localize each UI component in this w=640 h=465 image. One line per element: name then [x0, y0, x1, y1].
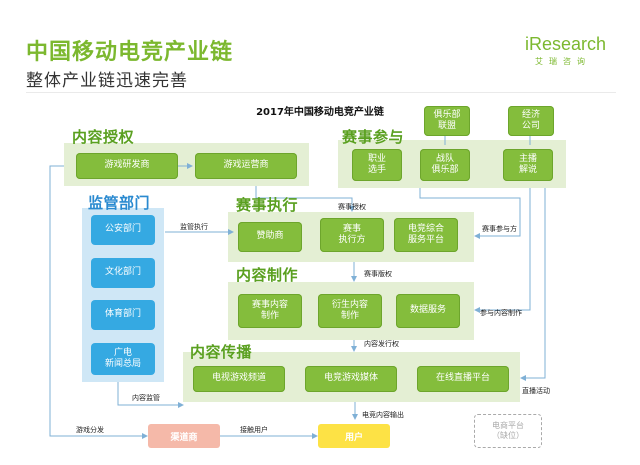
brand-logo: iResearch 艾瑞咨询 [525, 34, 615, 67]
streamer-commentator-box: 主播 解说 [503, 149, 553, 181]
brand-subtitle: 艾瑞咨询 [535, 57, 591, 66]
event-executor-box: 赛事 执行方 [320, 218, 384, 252]
event-content-production-box: 赛事内容 制作 [238, 294, 302, 328]
header-divider [26, 92, 616, 93]
section-event-execution: 赛事执行 [236, 196, 299, 214]
data-service-box: 数据服务 [396, 294, 460, 328]
label-event-copyright: 赛事版权 [364, 270, 392, 278]
brand-name: iResearch [525, 34, 607, 54]
label-content-supervision: 内容监管 [132, 394, 160, 402]
esports-media-box: 电竞游戏媒体 [305, 366, 397, 392]
label-participate-production: 参与内容制作 [480, 309, 522, 317]
channel-distributor-box: 渠道商 [148, 424, 220, 448]
section-regulators: 监管部门 [88, 194, 151, 212]
label-reach-users: 接触用户 [240, 426, 268, 434]
club-league-box: 俱乐部 联盟 [424, 106, 470, 136]
page-title: 中国移动电竞产业链 [26, 40, 234, 65]
label-game-distribution: 游戏分发 [76, 426, 104, 434]
police-department-box: 公安部门 [91, 215, 155, 245]
game-developer-box: 游戏研发商 [76, 153, 178, 179]
label-content-copyright: 内容发行权 [364, 340, 399, 348]
label-supervise-exec: 监管执行 [180, 223, 208, 231]
economy-company-box: 经济 公司 [508, 106, 554, 136]
label-event-license: 赛事授权 [338, 203, 366, 211]
derived-content-production-box: 衍生内容 制作 [318, 294, 382, 328]
team-club-box: 战队 俱乐部 [420, 149, 470, 181]
section-content-license: 内容授权 [72, 128, 135, 146]
user-box: 用户 [318, 424, 390, 448]
live-streaming-platform-box: 在线直播平台 [417, 366, 509, 392]
label-live-activity: 直播活动 [522, 387, 550, 395]
section-event-participants: 赛事参与 [342, 128, 405, 146]
page-subtitle: 整体产业链迅速完善 [26, 71, 188, 91]
tv-game-channel-box: 电视游戏频道 [193, 366, 285, 392]
sponsor-box: 赞助商 [238, 222, 302, 252]
culture-department-box: 文化部门 [91, 258, 155, 288]
ecommerce-platform-box: 电商平台 （缺位） [474, 414, 542, 448]
pro-players-box: 职业 选手 [352, 149, 402, 181]
label-esports-output: 电竞内容输出 [362, 411, 404, 419]
section-content-production: 内容制作 [236, 266, 299, 284]
section-content-distribution: 内容传播 [190, 343, 253, 361]
esports-service-platform-box: 电竞综合 服务平台 [394, 218, 458, 252]
sports-department-box: 体育部门 [91, 300, 155, 330]
label-event-participants: 赛事参与方 [482, 225, 517, 233]
game-operator-box: 游戏运营商 [195, 153, 297, 179]
broadcast-administration-box: 广电 新闻总局 [91, 343, 155, 375]
diagram-title: 2017年中国移动电竞产业链 [256, 107, 384, 118]
